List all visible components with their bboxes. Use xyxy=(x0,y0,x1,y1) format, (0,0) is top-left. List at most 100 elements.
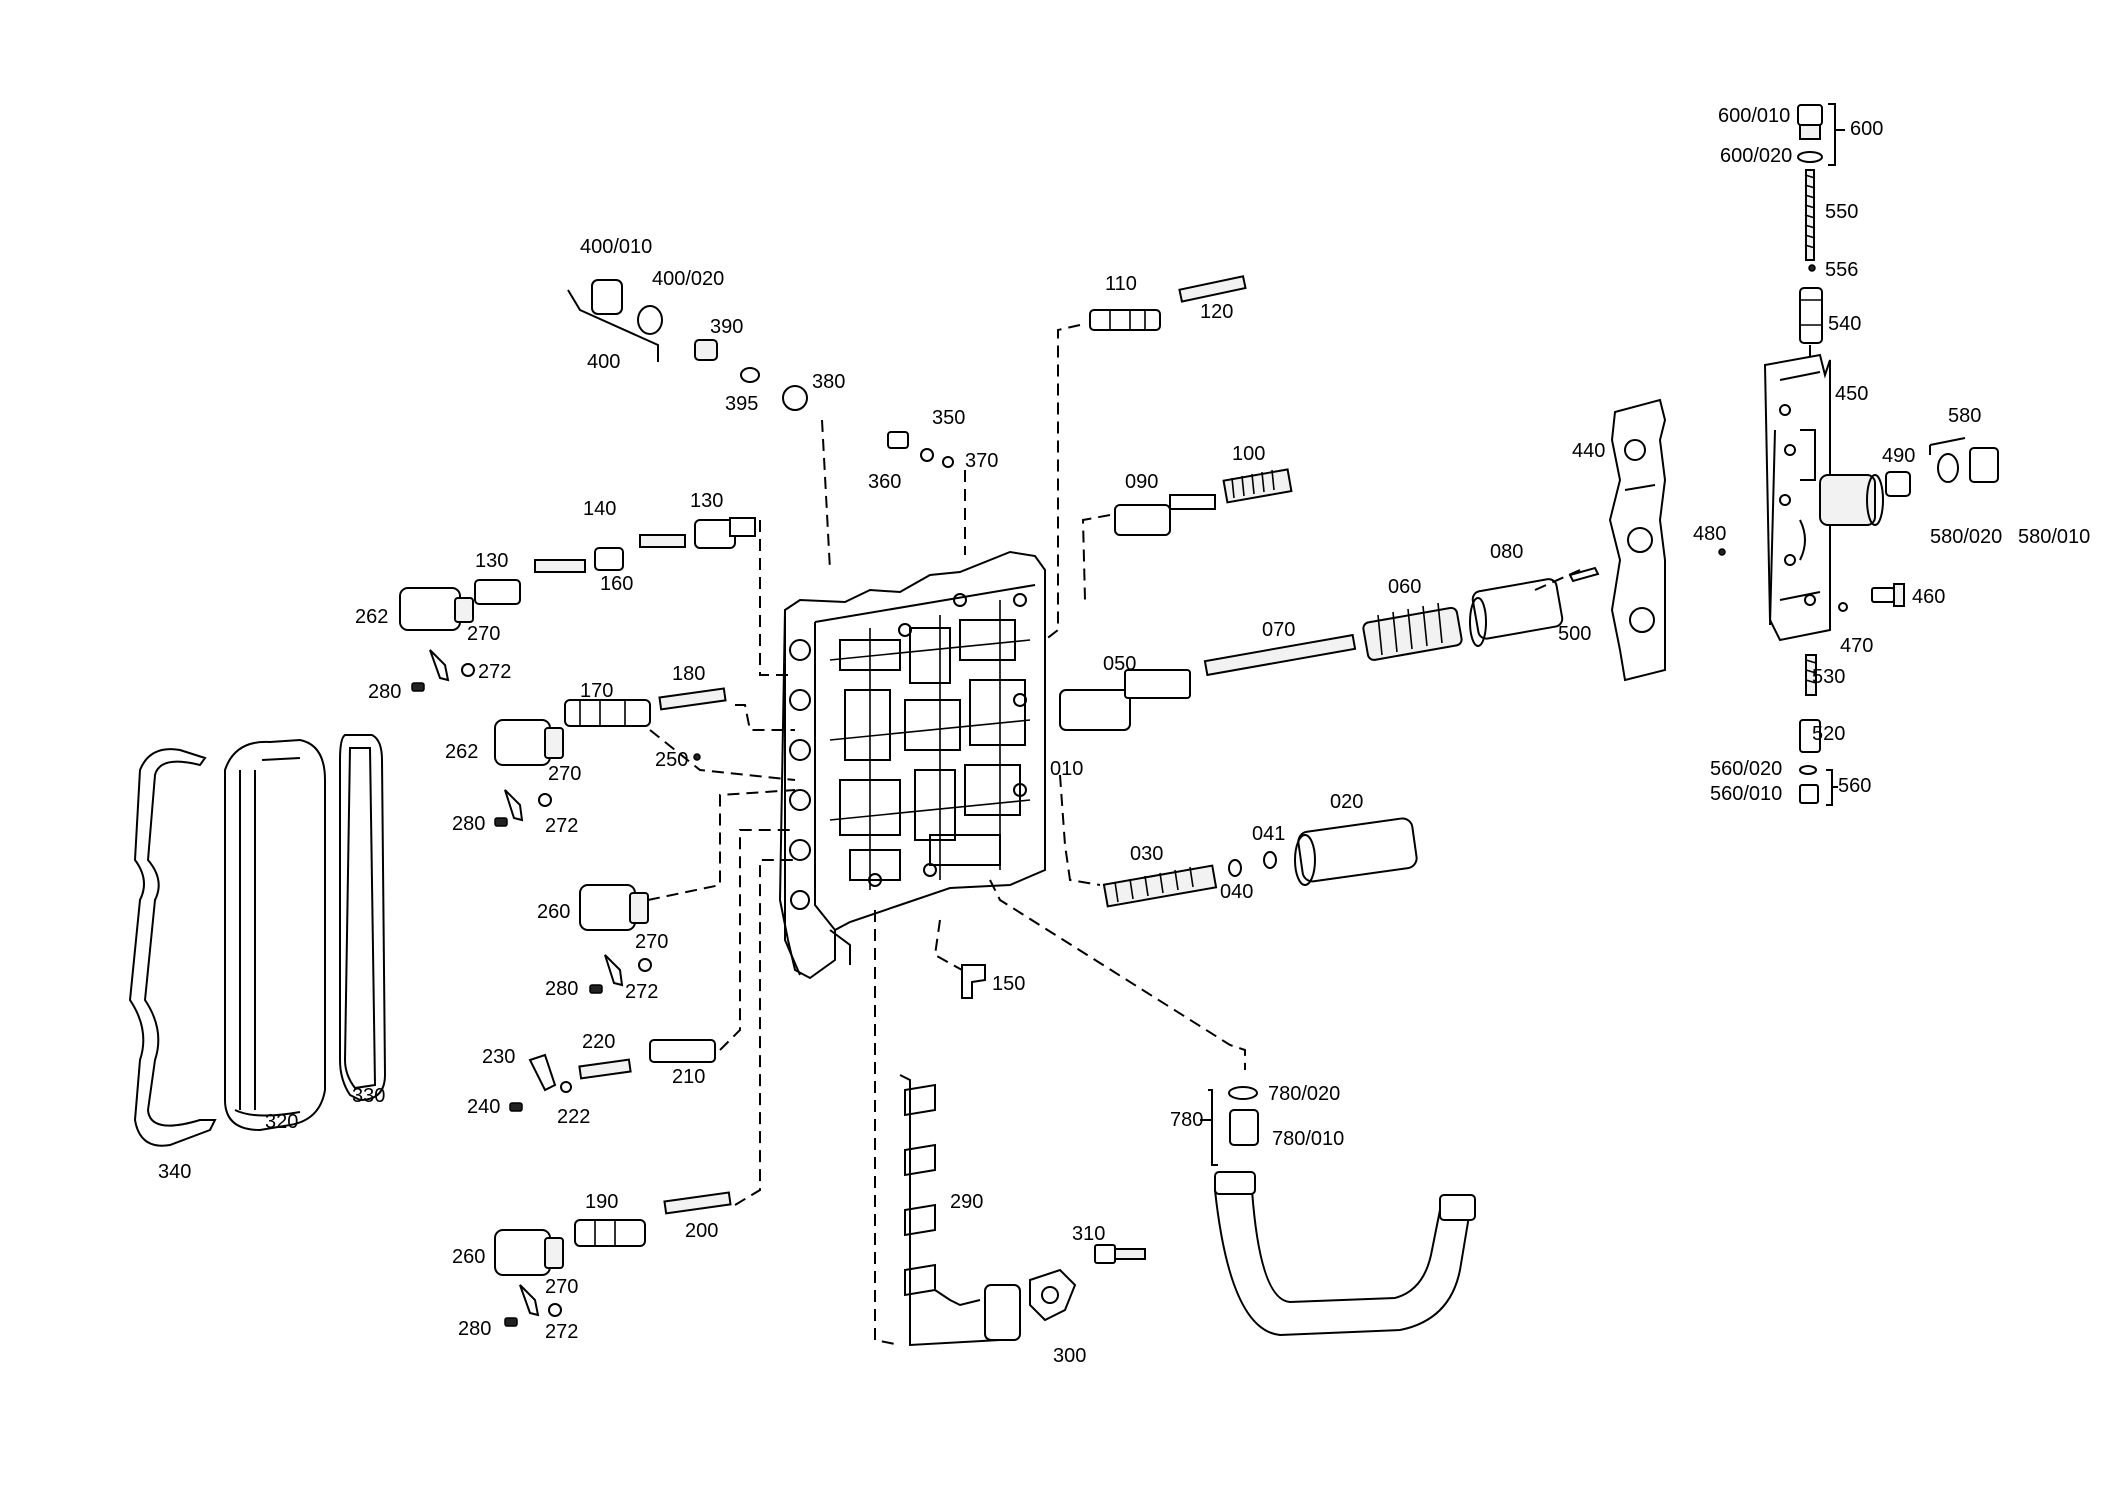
plate-230 xyxy=(528,1053,557,1092)
pin-500 xyxy=(1568,566,1600,583)
bolt-310 xyxy=(1094,1244,1146,1264)
rings-360-370 xyxy=(920,448,954,468)
callout-210: 210 xyxy=(672,1066,705,1088)
screw-280-d xyxy=(504,1317,518,1327)
screw-280-b xyxy=(494,817,508,827)
small-parts-470-480 xyxy=(1718,548,1848,612)
callout-270-d: 270 xyxy=(545,1276,578,1298)
plate-assembly-450 xyxy=(1763,353,1884,642)
washer-395 xyxy=(740,367,760,383)
callout-360: 360 xyxy=(868,471,901,493)
callout-272-b: 272 xyxy=(545,815,578,837)
callout-190: 190 xyxy=(585,1191,618,1213)
part-350 xyxy=(887,431,909,449)
callout-040: 040 xyxy=(1220,881,1253,903)
callout-520: 520 xyxy=(1812,723,1845,745)
part-490 xyxy=(1885,471,1911,497)
nut-272-c xyxy=(638,958,652,972)
callout-580: 580 xyxy=(1948,405,1981,427)
cover-320 xyxy=(224,738,326,1132)
callout-530: 530 xyxy=(1812,666,1845,688)
valve-540 xyxy=(1799,264,1823,344)
valve-090 xyxy=(1114,494,1216,536)
callout-250: 250 xyxy=(655,749,688,771)
valve-170 xyxy=(564,699,651,727)
clip-270-d xyxy=(519,1284,540,1317)
valve-body-010 xyxy=(778,550,1046,980)
callout-600-010: 600/010 xyxy=(1718,105,1790,127)
callout-100: 100 xyxy=(1232,443,1265,465)
callout-272-d: 272 xyxy=(545,1321,578,1343)
spring-200 xyxy=(663,1191,732,1215)
spring-550 xyxy=(1804,169,1816,261)
ring-041 xyxy=(1263,851,1277,869)
clip-270-c xyxy=(604,954,624,987)
callout-272-c: 272 xyxy=(625,981,658,1003)
callout-150: 150 xyxy=(992,973,1025,995)
callout-400: 400 xyxy=(587,351,620,373)
callout-580-020: 580/020 xyxy=(1930,526,2002,548)
callout-560-020: 560/020 xyxy=(1710,758,1782,780)
callout-070: 070 xyxy=(1262,619,1295,641)
spring-100 xyxy=(1222,468,1293,504)
spring-060 xyxy=(1362,602,1463,661)
callout-440: 440 xyxy=(1572,440,1605,462)
callout-280-c: 280 xyxy=(545,978,578,1000)
ball-380 xyxy=(782,385,808,411)
callout-270-a: 270 xyxy=(467,623,500,645)
ball-222 xyxy=(560,1081,572,1093)
spring-140-left xyxy=(534,559,586,573)
callout-470: 470 xyxy=(1840,635,1873,657)
callout-350: 350 xyxy=(932,407,965,429)
nut-272-d xyxy=(548,1303,562,1317)
callout-220: 220 xyxy=(582,1031,615,1053)
callout-080: 080 xyxy=(1490,541,1523,563)
gasket-440 xyxy=(1608,398,1667,682)
callout-200: 200 xyxy=(685,1220,718,1242)
callout-400-020: 400/020 xyxy=(652,268,724,290)
callout-280-b: 280 xyxy=(452,813,485,835)
callout-330: 330 xyxy=(352,1085,385,1107)
solenoid-260-mid xyxy=(579,884,649,931)
valve-190 xyxy=(574,1219,646,1247)
callout-310: 310 xyxy=(1072,1223,1105,1245)
callout-300: 300 xyxy=(1053,1345,1086,1367)
callout-041: 041 xyxy=(1252,823,1285,845)
callout-110: 110 xyxy=(1105,273,1137,295)
callout-270-b: 270 xyxy=(548,763,581,785)
solenoid-260-bottom xyxy=(494,1229,564,1276)
plug-580 xyxy=(1929,437,1999,483)
callout-380: 380 xyxy=(812,371,845,393)
valve-050 xyxy=(1059,669,1191,731)
callout-340: 340 xyxy=(158,1161,191,1183)
pin-250 xyxy=(693,753,701,761)
callout-395: 395 xyxy=(725,393,758,415)
callout-270-c: 270 xyxy=(635,931,668,953)
callout-290: 290 xyxy=(950,1191,983,1213)
callout-400-010: 400/010 xyxy=(580,236,652,258)
callout-180: 180 xyxy=(672,663,705,685)
valve-130-top xyxy=(694,517,756,549)
screw-280-c xyxy=(589,984,603,994)
callout-460: 460 xyxy=(1912,586,1945,608)
harness-290 xyxy=(899,1074,1021,1347)
callout-160: 160 xyxy=(600,573,633,595)
bolt-460 xyxy=(1871,583,1905,607)
callout-010: 010 xyxy=(1050,758,1083,780)
solenoid-262-top xyxy=(399,587,474,631)
callout-030: 030 xyxy=(1130,843,1163,865)
spring-180 xyxy=(658,687,727,711)
callout-600-020: 600/020 xyxy=(1720,145,1792,167)
flange-300 xyxy=(1029,1268,1077,1322)
pipe-assembly xyxy=(1214,1171,1476,1337)
clip-270-a xyxy=(429,649,450,682)
callout-120: 120 xyxy=(1200,301,1233,323)
callout-780: 780 xyxy=(1170,1109,1203,1131)
callout-130-top: 130 xyxy=(690,490,723,512)
callout-600: 600 xyxy=(1850,118,1883,140)
callout-390: 390 xyxy=(710,316,743,338)
screw-240 xyxy=(509,1102,523,1112)
callout-560-010: 560/010 xyxy=(1710,783,1782,805)
spring-220 xyxy=(578,1058,632,1080)
